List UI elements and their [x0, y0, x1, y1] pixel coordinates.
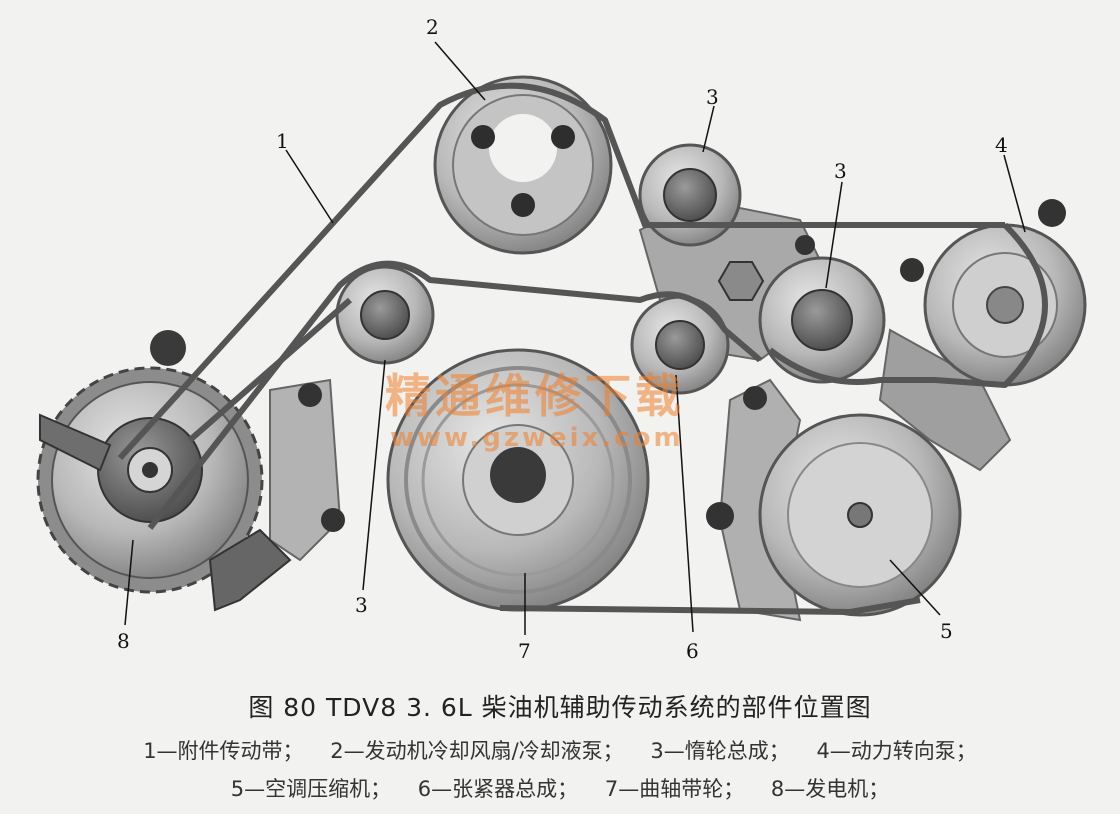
callout-tensioner: 6 — [686, 639, 699, 663]
legend-item: 4—动力转向泵； — [816, 739, 977, 763]
legend-item: 7—曲轴带轮； — [604, 777, 745, 801]
callout-ac-compressor: 5 — [940, 619, 953, 643]
legend-item: 8—发电机； — [770, 777, 890, 801]
callout-idler-left: 3 — [355, 593, 368, 617]
power-steering-pump — [795, 199, 1087, 387]
fan-water-pump-pulley — [433, 75, 613, 255]
idler-pulley-right — [758, 256, 886, 384]
crankshaft-pulley — [386, 348, 650, 612]
legend-line-2: 5—空调压缩机； 6—张紧器总成； 7—曲轴带轮； 8—发电机； — [0, 773, 1120, 803]
callout-idler-upper: 3 — [706, 85, 719, 109]
belt-drive-diagram: 2 1 3 3 4 5 6 7 3 8 精通维修下载 www.gzweix.co… — [36, 15, 1087, 663]
watermark-url: www.gzweix.com — [390, 423, 684, 453]
watermark: 精通维修下载 www.gzweix.com — [385, 369, 685, 453]
watermark-text: 精通维修下载 — [385, 369, 685, 423]
legend-item: 2—发动机冷却风扇/冷却液泵； — [330, 739, 624, 763]
accessory-drive-belt — [117, 82, 1048, 615]
callout-idler-right: 3 — [834, 159, 847, 183]
callout-power-steering: 4 — [995, 133, 1008, 157]
callout-belt: 2 — [426, 15, 439, 39]
leader-lines — [124, 41, 1026, 635]
idler-pulley-left — [335, 265, 435, 365]
legend-item: 3—惰轮总成； — [650, 739, 790, 763]
tensioner-pulley — [630, 261, 765, 395]
ac-compressor — [298, 383, 962, 617]
legend-item: 1—附件传动带； — [143, 739, 304, 763]
idler-pulley-upper — [638, 143, 742, 247]
callout-alternator: 8 — [117, 629, 130, 653]
legend-item: 6—张紧器总成； — [417, 777, 579, 801]
callout-belt-1: 1 — [276, 129, 289, 153]
callout-crankshaft: 7 — [518, 639, 531, 663]
figure-title: 图 80 TDV8 3. 6L 柴油机辅助传动系统的部件位置图 — [248, 693, 872, 722]
legend-item: 5—空调压缩机； — [230, 777, 392, 801]
alternator — [36, 330, 292, 612]
legend-line-1: 1—附件传动带； 2—发动机冷却风扇/冷却液泵； 3—惰轮总成； 4—动力转向泵… — [0, 735, 1120, 765]
callout-labels: 2 1 3 3 4 5 6 7 3 8 — [117, 15, 1008, 663]
